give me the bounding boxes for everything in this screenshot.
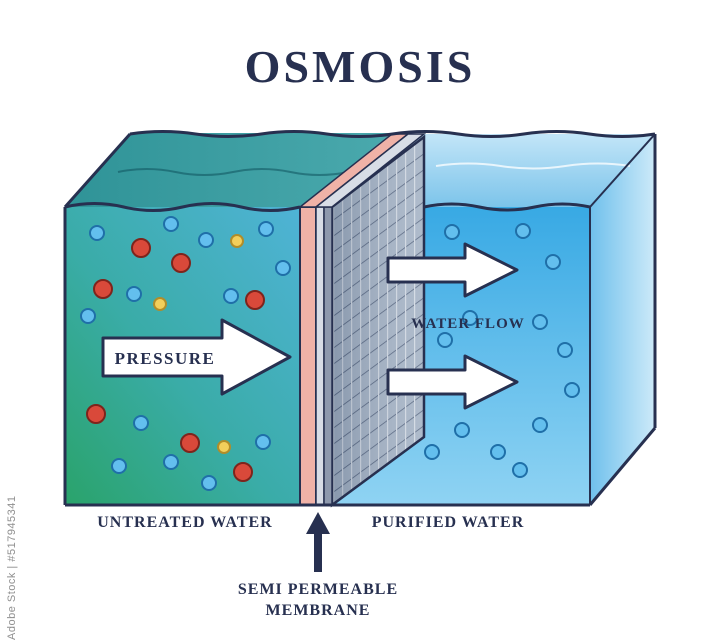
blue-particle <box>198 232 214 248</box>
blue-particle <box>111 458 127 474</box>
blue-particle <box>462 310 478 326</box>
red-particle <box>233 462 253 482</box>
blue-particle <box>437 332 453 348</box>
water-flow-label: WATER FLOW <box>411 316 524 332</box>
red-particle <box>93 279 113 299</box>
membrane-mesh <box>330 134 426 508</box>
membrane-label-line1: SEMI PERMEABLE <box>238 581 398 598</box>
pressure-arrow: PRESSURE <box>101 318 292 396</box>
right-waterline-wave <box>423 202 591 212</box>
red-particle <box>171 253 191 273</box>
blue-particle <box>163 454 179 470</box>
right-surface-ripple <box>435 162 631 170</box>
blue-particle <box>201 475 217 491</box>
blue-particle <box>133 415 149 431</box>
blue-particle <box>275 260 291 276</box>
blue-particle <box>89 225 105 241</box>
blue-particle <box>223 288 239 304</box>
water-flow-arrow-bottom <box>386 354 519 410</box>
red-particle <box>131 238 151 258</box>
blue-particle <box>532 417 548 433</box>
red-particle <box>180 433 200 453</box>
blue-particle <box>255 434 271 450</box>
membrane-pointer-arrow <box>306 512 330 572</box>
yellow-particle <box>217 440 231 454</box>
untreated-water-particles <box>80 216 291 491</box>
purified-water-label: PURIFIED WATER <box>372 514 525 531</box>
blue-particle <box>444 224 460 240</box>
membrane-label-line2: MEMBRANE <box>266 602 371 619</box>
blue-particle <box>564 382 580 398</box>
diagram-title: OSMOSIS <box>245 41 476 92</box>
red-particle <box>86 404 106 424</box>
blue-particle <box>163 216 179 232</box>
blue-particle <box>545 254 561 270</box>
membrane-top-face-gray <box>313 133 427 208</box>
blue-particle <box>80 308 96 324</box>
blue-particle <box>126 286 142 302</box>
left-surface-ripple <box>117 168 349 176</box>
left-water-surface <box>65 133 392 207</box>
blue-particle <box>512 462 528 478</box>
pressure-label: PRESSURE <box>115 349 216 368</box>
blue-particle <box>258 221 274 237</box>
blue-particle <box>557 342 573 358</box>
blue-particle <box>424 444 440 460</box>
tank-end-face <box>590 134 655 505</box>
blue-particle <box>515 223 531 239</box>
yellow-particle <box>153 297 167 311</box>
red-particle <box>245 290 265 310</box>
yellow-particle <box>230 234 244 248</box>
tank-outline <box>63 130 657 507</box>
water-flow-arrow-top <box>386 242 519 298</box>
blue-particle <box>532 314 548 330</box>
untreated-water-label: UNTREATED WATER <box>97 514 272 531</box>
watermark: Adobe Stock | #517945341 <box>6 495 18 640</box>
blue-particle <box>490 444 506 460</box>
blue-particle <box>454 422 470 438</box>
left-waterline-wave <box>64 202 301 212</box>
purified-water-particles <box>424 223 580 478</box>
